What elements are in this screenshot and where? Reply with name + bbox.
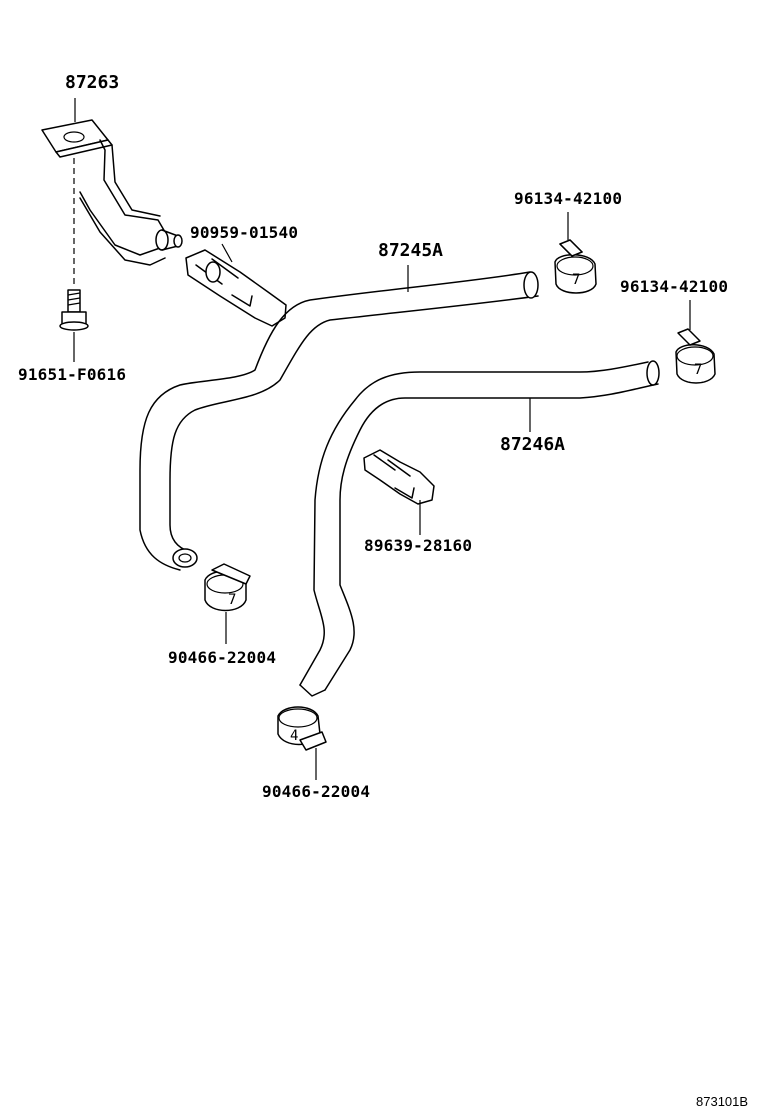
svg-text:7: 7 (228, 592, 236, 608)
label-clamp-right: 96134-42100 (620, 277, 728, 296)
label-clip-middle: 89639-28160 (364, 536, 472, 555)
clip-upper-leader (221, 243, 233, 263)
svg-text:4: 4 (290, 728, 298, 744)
reference-code: 873101B (696, 1094, 748, 1109)
label-clamp-bottom: 90466-22004 (262, 782, 370, 801)
clamp-left-part: 7 (204, 563, 251, 612)
svg-text:7: 7 (694, 362, 702, 378)
hose-b-part (299, 360, 660, 697)
label-bolt: 91651-F0616 (18, 365, 126, 384)
svg-text:7: 7 (572, 272, 580, 288)
bolt-part (59, 289, 89, 331)
label-clamp-left: 90466-22004 (168, 648, 276, 667)
label-hose-b: 87246A (500, 434, 565, 455)
clamp-top-part: 7 (554, 239, 597, 294)
label-hose-a: 87245A (378, 240, 443, 261)
label-clamp-top: 96134-42100 (514, 189, 622, 208)
bracket-part (41, 119, 183, 266)
label-bracket: 87263 (65, 72, 119, 93)
label-clip-upper: 90959-01540 (190, 223, 298, 242)
hose-a-part (139, 271, 539, 571)
clip-upper-part (185, 249, 287, 327)
clamp-bottom-part: 4 (277, 706, 327, 751)
clamp-right-part: 7 (675, 328, 716, 384)
clip-middle-part (363, 449, 435, 505)
